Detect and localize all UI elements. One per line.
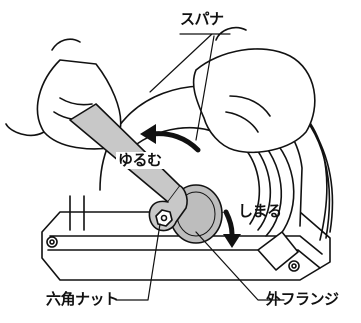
leader-outer-flange: [195, 231, 285, 301]
leader-lines: [115, 33, 285, 301]
loosen-arrow-icon: [140, 124, 201, 153]
label-outer-flange: 外フランジ: [266, 290, 339, 308]
tighten-arrow-icon: [223, 209, 241, 248]
hex-nut: [155, 209, 173, 227]
leader-spanner-1: [149, 33, 213, 93]
label-hex-nut: 六角ナット: [46, 290, 119, 308]
leader-spanner-2: [195, 35, 215, 141]
label-tighten: しまる: [238, 202, 282, 220]
leader-hex-nut: [115, 223, 161, 301]
label-loosen: ゆるむ: [116, 151, 164, 169]
label-spanner: スパナ: [180, 10, 224, 28]
right-hand: [192, 26, 316, 153]
